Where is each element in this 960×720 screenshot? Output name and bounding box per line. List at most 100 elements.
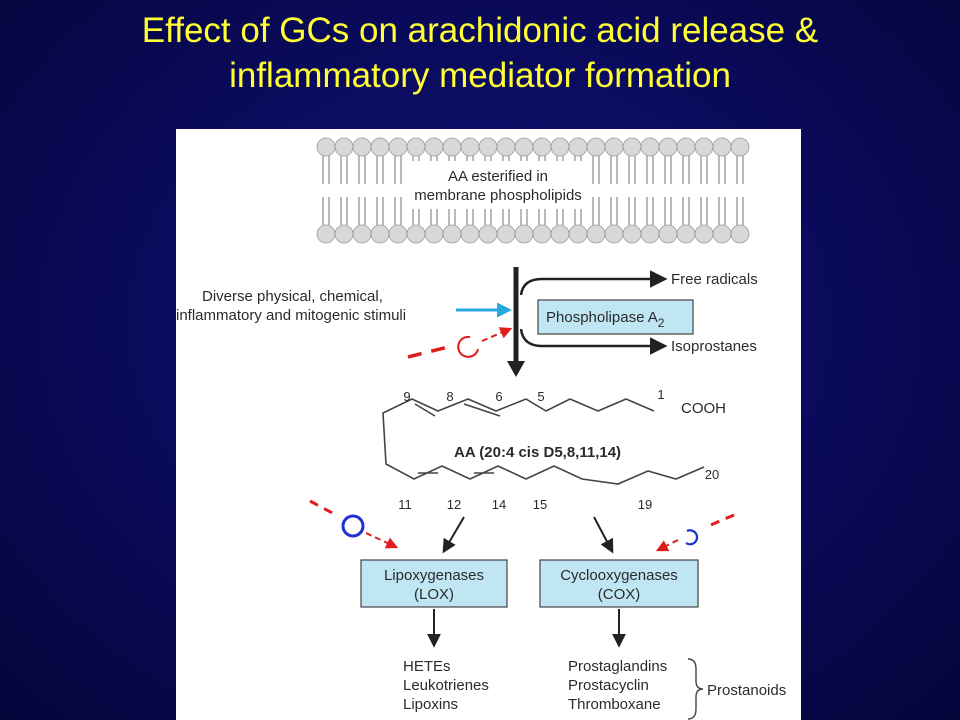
prostanoids-brace bbox=[687, 658, 704, 720]
lipid-head bbox=[406, 137, 426, 157]
lipid-head bbox=[460, 224, 480, 244]
lipid-head bbox=[658, 137, 678, 157]
cox-product: Prostacyclin bbox=[568, 677, 649, 694]
lipid-head bbox=[640, 137, 660, 157]
carbon-number-label: 1 bbox=[657, 387, 664, 402]
lipid-head bbox=[694, 137, 714, 157]
lipid-head bbox=[694, 224, 714, 244]
stimuli-label-line-1: Diverse physical, chemical, bbox=[202, 288, 383, 305]
lipid-head bbox=[568, 137, 588, 157]
aa-to-lox-arrow bbox=[442, 516, 465, 554]
lipid-head bbox=[388, 224, 408, 244]
carbon-number-label: 11 bbox=[398, 497, 412, 512]
prostanoids-label: Prostanoids bbox=[707, 682, 786, 699]
membrane-bilayer: AA esterified in membrane phospholipids bbox=[316, 137, 750, 244]
lox-product: Leukotrienes bbox=[403, 677, 489, 694]
lipid-head bbox=[730, 137, 750, 157]
carbon-number-label: 6 bbox=[495, 389, 502, 404]
pathway-diagram-panel: AA esterified in membrane phospholipids … bbox=[176, 129, 801, 720]
title-line-1: Effect of GCs on arachidonic acid releas… bbox=[141, 11, 819, 50]
carbon-number-label: 9 bbox=[403, 389, 410, 404]
lipid-head bbox=[712, 224, 732, 244]
lipid-head bbox=[676, 224, 696, 244]
lipid-head bbox=[316, 137, 336, 157]
lipid-head bbox=[442, 137, 462, 157]
lipid-head bbox=[478, 137, 498, 157]
aa-to-cox-arrow bbox=[593, 516, 614, 554]
lox-box bbox=[360, 559, 508, 608]
gc-inhibition-dash-cox bbox=[705, 513, 735, 529]
carbon-number-label: 15 bbox=[533, 497, 547, 512]
aa-label: AA (20:4 cis D5,8,11,14) bbox=[454, 444, 621, 461]
lipid-head bbox=[514, 224, 534, 244]
lipid-heads bbox=[316, 137, 750, 244]
isoprostanes-arrow bbox=[519, 328, 668, 355]
free-radicals-arrow bbox=[519, 270, 668, 296]
carbon-number-label: 5 bbox=[537, 389, 544, 404]
aa-carbon-chain bbox=[382, 398, 705, 485]
lipid-head bbox=[622, 137, 642, 157]
cox-product: Thromboxane bbox=[568, 696, 661, 713]
lipid-head bbox=[604, 224, 624, 244]
carbon-number-label: 14 bbox=[492, 497, 506, 512]
lipid-head bbox=[658, 224, 678, 244]
carbon-number-label: 12 bbox=[447, 497, 461, 512]
lipid-head bbox=[586, 224, 606, 244]
lipid-head bbox=[316, 224, 336, 244]
lipid-head bbox=[370, 224, 390, 244]
lipid-head bbox=[676, 137, 696, 157]
lipid-head bbox=[532, 224, 552, 244]
lipid-head bbox=[370, 137, 390, 157]
membrane-label-line-1: AA esterified in bbox=[448, 168, 548, 185]
lipid-head bbox=[460, 137, 480, 157]
lipid-head bbox=[730, 224, 750, 244]
carbon-number-label: 20 bbox=[705, 467, 719, 482]
aa-double-bond-8 bbox=[414, 403, 436, 417]
slide-title: Effect of GCs on arachidonic acid releas… bbox=[0, 8, 960, 98]
lipid-head bbox=[514, 137, 534, 157]
lipid-head bbox=[640, 224, 660, 244]
lipid-head bbox=[406, 224, 426, 244]
lipid-head bbox=[424, 224, 444, 244]
lox-label-line-2: (LOX) bbox=[414, 586, 454, 603]
isoprostanes-label: Isoprostanes bbox=[671, 338, 757, 355]
lipid-head bbox=[334, 137, 354, 157]
lipid-head bbox=[388, 137, 408, 157]
lipid-head bbox=[496, 137, 516, 157]
cox-label-line-1: Cyclooxygenases bbox=[560, 567, 678, 584]
lipid-head bbox=[334, 224, 354, 244]
pathway-diagram: AA esterified in membrane phospholipids … bbox=[176, 137, 786, 720]
cooh-label: COOH bbox=[681, 400, 726, 417]
cox-product: Prostaglandins bbox=[568, 658, 667, 675]
carbon-number-label: 8 bbox=[446, 389, 453, 404]
lox-product: HETEs bbox=[403, 658, 451, 675]
lox-label-line-1: Lipoxygenases bbox=[384, 567, 484, 584]
gc-inhibition-arrow-cox bbox=[655, 539, 679, 552]
lipid-head bbox=[352, 137, 372, 157]
gc-inhibition-arrow-pla2 bbox=[481, 327, 513, 342]
cox-label-line-2: (COX) bbox=[598, 586, 641, 603]
lipid-head bbox=[532, 137, 552, 157]
gc-inhibition-arrow-lox bbox=[365, 532, 399, 549]
lox-product: Lipoxins bbox=[403, 696, 458, 713]
cox-products-list: Prostaglandins Prostacyclin Thromboxane bbox=[568, 658, 667, 713]
lipid-head bbox=[586, 137, 606, 157]
gc-inhibition-dash-pla2 bbox=[407, 345, 449, 359]
lipid-head bbox=[442, 224, 462, 244]
lox-products-list: HETEs Leukotrienes Lipoxins bbox=[403, 658, 489, 713]
lipid-head bbox=[550, 137, 570, 157]
free-radicals-label: Free radicals bbox=[671, 271, 758, 288]
stimuli-label-line-2: inflammatory and mitogenic stimuli bbox=[176, 307, 406, 324]
phospholipase-box bbox=[537, 299, 694, 335]
release-arrow-head bbox=[507, 361, 525, 377]
gc-inhibition-circle-lox bbox=[341, 514, 365, 538]
lipid-head bbox=[622, 224, 642, 244]
lipid-head bbox=[478, 224, 498, 244]
gc-inhibition-circle-pla2 bbox=[457, 335, 479, 358]
title-line-2: inflammatory mediator formation bbox=[229, 56, 731, 95]
lipid-head bbox=[424, 137, 444, 157]
lipid-head bbox=[496, 224, 516, 244]
phospholipase-label: Phospholipase A2 bbox=[546, 309, 665, 330]
lipid-head bbox=[712, 137, 732, 157]
